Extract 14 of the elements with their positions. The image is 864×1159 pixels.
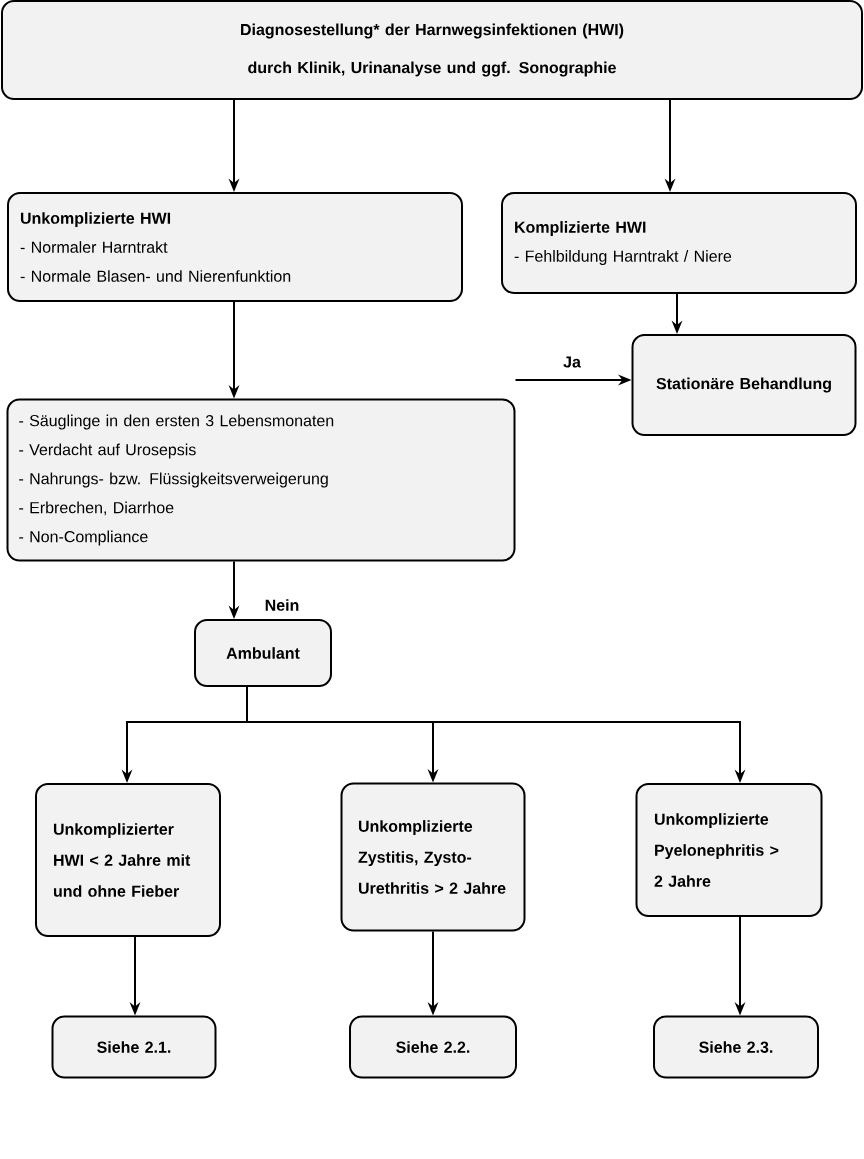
reference-box: Siehe 2.1.: [51, 1015, 217, 1079]
criteria-box: - Säuglinge in den ersten 3 Lebensmonaten - Verdacht auf Urosepsis - Nahrungs- bzw. Flüssigkeitsverweigerung - Erbrechen, Diarrhoe - Non-Compliance: [6, 398, 516, 562]
edge-label: Ja: [560, 353, 584, 371]
process-box: Unkomplizierter HWI < 2 Jahre mit und ohne Fieber: [35, 783, 221, 937]
process-box: Unkomplizierte Pyelonephritis > 2 Jahre: [635, 783, 823, 917]
process-box: Ambulant: [194, 619, 332, 687]
process-box: Stationäre Behandlung: [631, 334, 857, 436]
process-box: Unkomplizierte HWI - Normaler Harntrakt - Normale Blasen- und Nierenfunktion: [7, 192, 463, 302]
edge-label: Nein: [262, 596, 302, 614]
process-box: Komplizierte HWI - Fehlbildung Harntrakt / Niere: [501, 192, 857, 294]
reference-box: Siehe 2.2.: [349, 1015, 517, 1079]
process-box: Unkomplizierte Zystitis, Zysto- Urethritis > 2 Jahre: [340, 782, 526, 932]
reference-box: Siehe 2.3.: [653, 1015, 819, 1079]
heading-box: Diagnosestellung* der Harnwegsinfektionen (HWI) durch Klinik, Urinanalyse und ggf. Sonographie: [1, 0, 863, 100]
